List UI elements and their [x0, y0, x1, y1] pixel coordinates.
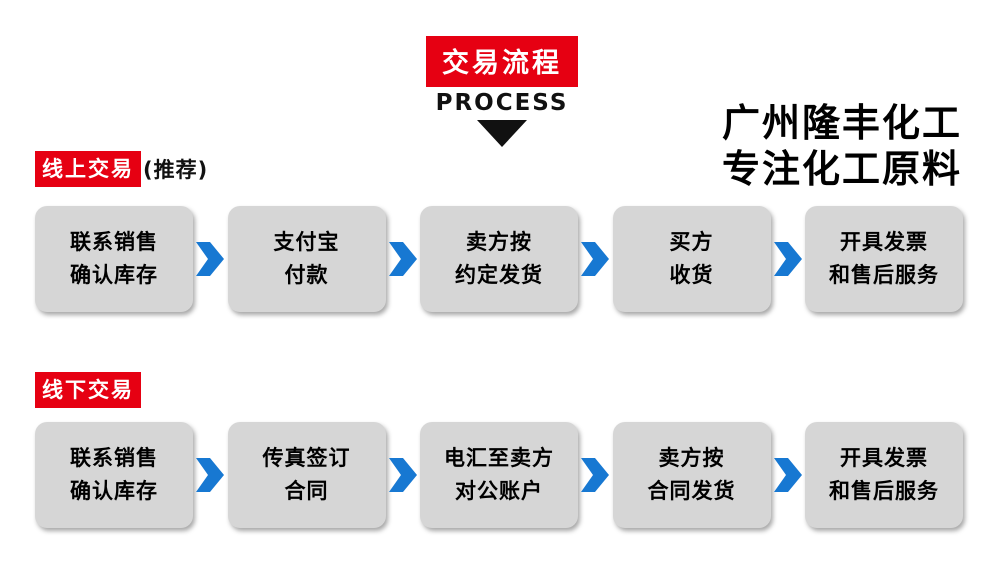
section-offline: 线下交易 — [35, 372, 143, 408]
step-text: 联系销售 — [70, 230, 158, 254]
step-text: 电汇至卖方 — [444, 446, 554, 470]
offline-steps-row: 联系销售 确认库存 传真签订 合同 电汇至卖方 对公账户 卖方按 合同发货 开具… — [35, 420, 963, 530]
step-box: 支付宝 付款 — [227, 206, 386, 312]
step-text: 约定发货 — [455, 263, 543, 287]
step-box: 联系销售 确认库存 — [35, 422, 193, 528]
company-tagline: 专注化工原料 — [721, 147, 962, 191]
step-box: 开具发票 和售后服务 — [805, 422, 963, 528]
down-arrow-icon — [477, 120, 527, 147]
arrow-right-icon — [194, 456, 226, 494]
step-box: 卖方按 合同发货 — [612, 422, 771, 528]
step-text: 传真签订 — [262, 446, 351, 470]
step-text: 开具发票 — [840, 446, 928, 470]
company-name: 广州隆丰化工 — [721, 101, 962, 145]
step-text: 收货 — [669, 263, 714, 287]
step-text: 和售后服务 — [829, 263, 939, 287]
step-box: 传真签订 合同 — [227, 422, 386, 528]
arrow-right-icon — [387, 240, 419, 278]
step-text: 和售后服务 — [829, 479, 939, 503]
step-text: 确认库存 — [70, 263, 158, 287]
arrow-right-icon — [772, 456, 804, 494]
process-subtitle: PROCESS — [435, 90, 569, 116]
process-title: 交易流程 — [442, 48, 562, 79]
step-text: 买方 — [669, 230, 714, 254]
step-text: 确认库存 — [70, 479, 158, 503]
section-label-online: 线上交易 — [35, 151, 141, 187]
arrow-right-icon — [579, 456, 611, 494]
step-box: 开具发票 和售后服务 — [805, 206, 963, 312]
step-text: 联系销售 — [70, 446, 158, 470]
arrow-right-icon — [387, 456, 419, 494]
section-note-recommended: (推荐) — [143, 158, 209, 182]
step-text: 合同 — [284, 479, 329, 503]
step-text: 付款 — [284, 263, 329, 287]
section-label-offline: 线下交易 — [35, 372, 141, 408]
online-steps-row: 联系销售 确认库存 支付宝 付款 卖方按 约定发货 买方 收货 开具发票 和 — [35, 204, 963, 314]
company-watermark: 广州隆丰化工 专注化工原料 — [722, 100, 962, 192]
step-text: 对公账户 — [455, 479, 543, 503]
step-box: 电汇至卖方 对公账户 — [420, 422, 578, 528]
arrow-right-icon — [772, 240, 804, 278]
step-text: 开具发票 — [840, 230, 928, 254]
arrow-right-icon — [579, 240, 611, 278]
step-text: 卖方按 — [466, 230, 532, 254]
step-box: 联系销售 确认库存 — [35, 206, 193, 312]
arrow-right-icon — [194, 240, 226, 278]
step-box: 买方 收货 — [612, 206, 771, 312]
step-text: 支付宝 — [273, 230, 340, 254]
process-title-banner: 交易流程 — [426, 36, 578, 87]
step-box: 卖方按 约定发货 — [420, 206, 578, 312]
section-online: 线上交易 (推荐) — [35, 151, 208, 187]
header: 交易流程 PROCESS — [0, 36, 1004, 147]
step-text: 合同发货 — [647, 479, 736, 503]
step-text: 卖方按 — [658, 446, 725, 470]
